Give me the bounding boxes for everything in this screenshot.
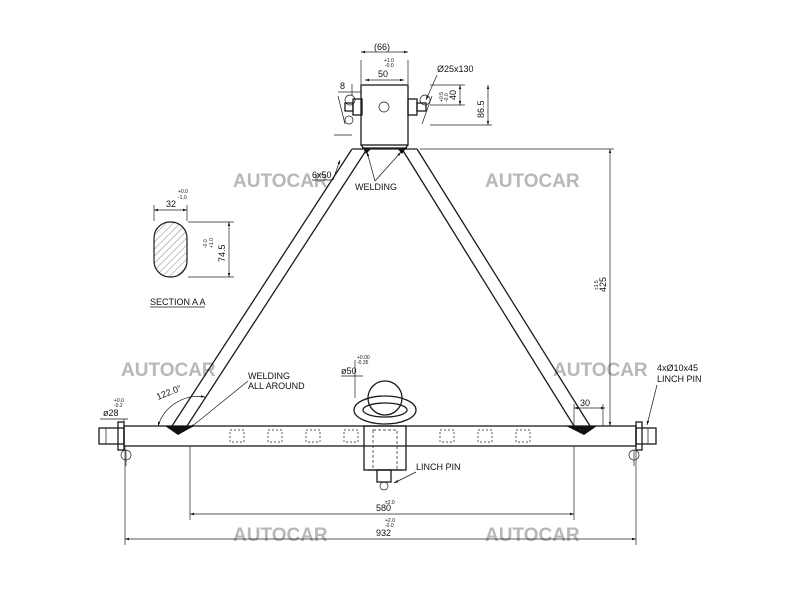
hitch-bracket	[363, 425, 407, 471]
welding-label: WELDING	[355, 182, 397, 192]
section-a-a: 32 +0.0 -1.0 74.5 -0.0 +1.0 SECTION A A	[150, 189, 234, 308]
angle-dimension: 122.0°	[155, 383, 206, 427]
section-width-tol-lower: -1.0	[178, 195, 187, 201]
height-label: 40	[448, 90, 458, 100]
height-tol-lower: -0.0	[444, 93, 450, 102]
top-pin-assembly	[334, 84, 433, 154]
pin-spec-label: Ø25x130	[437, 64, 474, 74]
watermark: AUTOCAR	[233, 525, 328, 546]
right-leg	[401, 148, 575, 427]
hitch-eye	[353, 395, 417, 425]
watermark: AUTOCAR	[233, 171, 328, 192]
inner-span-tol: ±2.0	[385, 500, 395, 506]
overall-span-tol-upper: +2.0	[385, 518, 395, 524]
watermark: AUTOCAR	[485, 171, 580, 192]
pin-head-right	[407, 98, 418, 116]
a-frame-legs	[171, 148, 591, 427]
height-tol-upper: +0.5	[439, 92, 445, 102]
top-dimensions: (66) +1.0 -0.0 50 Ø25x130 8 40 +0.5 -0.0…	[338, 42, 492, 126]
bottom-dimensions: 580 ±2.0 932 +2.0 -0.0	[124, 446, 637, 545]
offset-label: 8	[340, 81, 345, 91]
right-pin	[635, 427, 657, 445]
pin-bore-tol-lower: -0.2	[114, 403, 123, 409]
frame-height-label: 425	[598, 277, 608, 292]
linch-pin-count-label: 4xØ10x45	[657, 363, 698, 373]
linch-pin-icon	[379, 481, 389, 491]
pin-bore-dimension: ø28 +0.0 -0.2	[100, 398, 128, 428]
cross-bar	[123, 425, 637, 447]
watermark: AUTOCAR	[121, 360, 216, 381]
overall-span-label: 932	[376, 528, 391, 538]
gusset-label: 30	[580, 398, 590, 408]
inner-span-label: 580	[376, 503, 391, 513]
watermarks: AUTOCAR AUTOCAR AUTOCAR AUTOCAR AUTOCAR …	[121, 171, 648, 546]
linch-pin-icon	[344, 115, 354, 125]
linch-pin-type-label: LINCH PIN	[657, 374, 702, 384]
pin-bore-tol-upper: +0.0	[114, 398, 124, 404]
angle-label: 122.0°	[155, 383, 183, 402]
center-hole-tol-lower: -0.35	[357, 360, 369, 366]
frame-height-dimension: 425 ±1.5	[420, 148, 614, 426]
hitch-eye-top	[367, 380, 403, 416]
section-height-tol-upper: -0.0	[203, 239, 209, 248]
center-hole-tol-upper: +0.00	[357, 355, 370, 361]
bottom-bar: 30	[98, 398, 657, 466]
section-profile	[153, 221, 188, 278]
width-label: 50	[378, 69, 388, 79]
section-height-label: 74.5	[217, 244, 227, 262]
width-ref-label: (66)	[374, 42, 390, 52]
section-label: SECTION A A	[150, 297, 206, 307]
left-pin	[98, 427, 125, 445]
pin-bore-label: ø28	[103, 408, 119, 418]
center-hole-label: ø50	[341, 366, 357, 376]
left-leg	[171, 148, 353, 427]
watermark: AUTOCAR	[485, 525, 580, 546]
center-hitch	[353, 380, 417, 491]
linch-pin-callouts: 4xØ10x45 LINCH PIN LINCH PIN	[393, 363, 702, 484]
section-width-label: 32	[166, 199, 176, 209]
watermark: AUTOCAR	[553, 360, 648, 381]
total-height-label: 86.5	[476, 100, 486, 118]
section-width-tol-upper: +0.0	[178, 189, 188, 195]
plate-label: 6x50	[312, 170, 332, 180]
center-hole-dimension: ø50 +0.00 -0.35	[341, 355, 370, 398]
tolerance-upper: +1.0	[384, 58, 394, 64]
linch-pin-label: LINCH PIN	[416, 462, 461, 472]
top-bracket	[360, 84, 409, 146]
frame-height-tol: ±1.5	[594, 280, 600, 290]
welding-all-around-line1: WELDING	[248, 371, 290, 381]
section-height-tol-lower: +1.0	[209, 238, 215, 248]
overall-span-tol-lower: -0.0	[385, 523, 394, 529]
tolerance-lower: -0.0	[385, 63, 394, 69]
welding-all-around-line2: ALL AROUND	[248, 381, 305, 391]
